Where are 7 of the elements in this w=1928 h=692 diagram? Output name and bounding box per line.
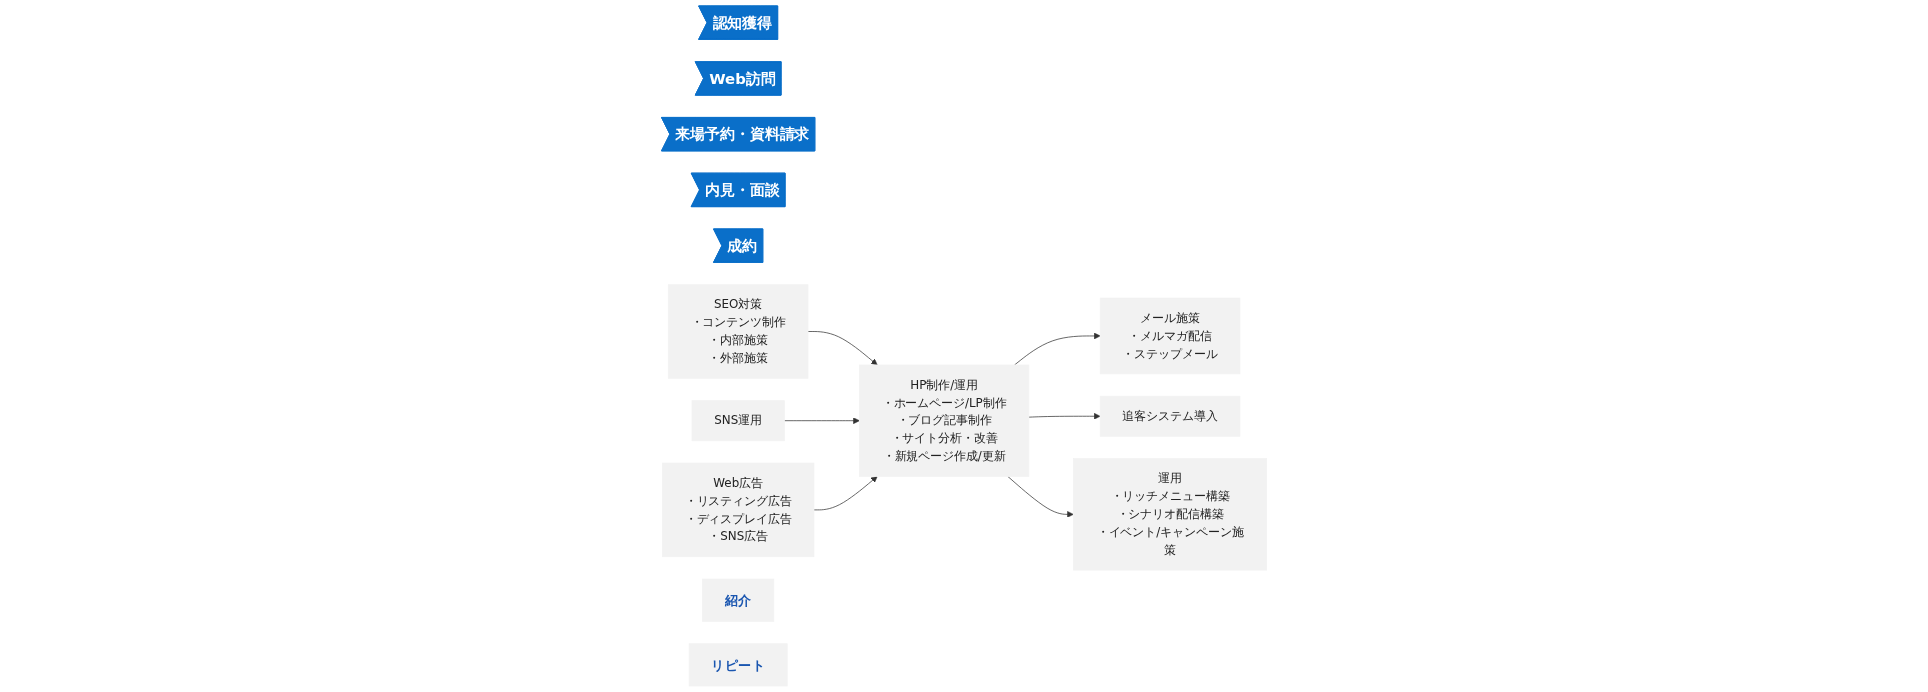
node-box: 追客システム導入 xyxy=(1099,395,1241,437)
node-box: 運用 ・リッチメニュー構築 ・シナリオ配信構築 ・イベント/キャンペーン施策 xyxy=(1072,458,1267,571)
node-box: SNS運用 xyxy=(691,400,785,442)
node-box: メール施策 ・メルマガ配信 ・ステップメール xyxy=(1099,297,1241,375)
node-box: Web広告 ・リスティング広告 ・ディスプレイ広告 ・SNS広告 xyxy=(661,462,815,558)
node-box: HP制作/運用 ・ホームページ/LP制作 ・ブログ記事制作 ・サイト分析・改善 ・新規ページ作成/更新 xyxy=(858,364,1030,477)
node-box: SEO対策 ・コンテンツ制作 ・内部施策 ・外部施策 xyxy=(667,284,809,379)
